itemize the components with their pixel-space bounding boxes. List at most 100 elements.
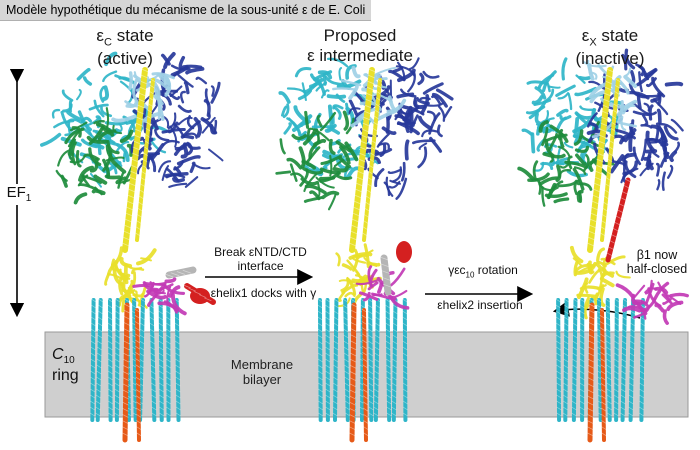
c-ring-helix-turn — [140, 304, 146, 309]
c-ring-helix-turn — [630, 310, 636, 315]
f1-cyan-subunit — [281, 105, 288, 117]
a-subunit-helix-2-turn — [362, 358, 368, 362]
state-intermediate-line1: Proposed — [323, 26, 397, 45]
f1-blue-subunit — [637, 64, 646, 77]
gamma-helix — [349, 67, 375, 253]
c-ring-helix-turn — [317, 304, 323, 309]
c-ring-helix-turn — [90, 388, 96, 393]
a-subunit-helix-turn — [349, 414, 356, 418]
f1-cyan-subunit — [53, 119, 75, 129]
f1-blue-subunit — [185, 132, 198, 139]
f1-green-subunit — [576, 182, 593, 191]
f1-cyan-subunit — [51, 108, 61, 119]
c-ring-helix-turn — [317, 340, 323, 345]
c-ring-helix-turn — [174, 328, 180, 333]
f1-green-subunit — [68, 138, 76, 156]
gamma-helix-2-turn — [144, 134, 151, 138]
gamma-helix-2-turn — [613, 97, 619, 101]
a-subunit-helix-2-turn — [135, 401, 142, 406]
c10-ring-line1: C10 — [52, 346, 75, 367]
c-ring-helix-turn — [114, 310, 121, 315]
gamma-foot — [574, 261, 597, 275]
a-subunit-helix-2-turn — [134, 327, 140, 331]
f1-lightblue-subunit — [164, 76, 172, 97]
gamma-helix-turn — [368, 68, 376, 73]
c-ring-helix-turn — [571, 394, 577, 399]
c-ring-helix-turn — [620, 394, 626, 399]
gamma-helix-2-turn — [149, 84, 155, 89]
f1-blue-subunit — [210, 81, 221, 104]
f1-blue-subunit — [670, 118, 684, 132]
c-ring-helix-turn — [325, 352, 331, 357]
c-ring-helix-turn — [563, 340, 569, 345]
c-ring-helix-turn — [114, 364, 120, 369]
c-ring-helix-turn — [392, 352, 398, 357]
f1-blue-subunit — [429, 136, 443, 153]
c-ring-helix-turn — [374, 358, 380, 363]
c-ring-helix-turn — [402, 400, 408, 405]
c-ring-helix-turn — [402, 334, 408, 339]
c-ring-helix-turn — [373, 388, 379, 393]
a-subunit-helix-2-turn — [362, 376, 368, 381]
c-ring-helix — [556, 298, 562, 422]
gamma-helix-turn — [362, 122, 370, 127]
f1-lightblue-subunit — [620, 115, 627, 131]
f1-lightblue-subunit — [387, 95, 398, 113]
c-ring-helix-turn — [392, 358, 398, 363]
c-ring-helix-turn — [563, 322, 569, 327]
c-ring-helix-turn — [639, 328, 646, 333]
gamma-helix-2-turn — [136, 220, 142, 224]
f1-cyan-subunit — [543, 88, 555, 104]
f1-green-subunit — [573, 179, 581, 196]
c-ring-helix-turn — [324, 310, 331, 315]
f1-green-subunit — [342, 110, 350, 131]
c-ring-helix-turn — [150, 370, 156, 375]
f1-blue-subunit — [144, 151, 160, 156]
f1-blue-subunit — [417, 72, 425, 86]
c-ring-helix-turn — [614, 310, 620, 315]
c-ring-helix-turn — [333, 310, 339, 315]
c-ring-helix-turn — [343, 322, 349, 327]
c-ring-helix-turn — [556, 412, 562, 417]
gamma-helix-2-turn — [377, 78, 383, 83]
epsilon-ntd — [157, 301, 179, 312]
f1-green-subunit — [67, 151, 75, 163]
c-ring-helix-turn — [159, 412, 165, 417]
f1-green-subunit — [338, 156, 351, 169]
c-ring-helix-turn — [139, 322, 145, 327]
c-ring-helix-turn — [150, 382, 157, 387]
gamma-foot — [594, 292, 600, 306]
c-ring-helix-turn — [555, 310, 561, 315]
c-ring-helix-turn — [613, 394, 619, 399]
c-ring-helix-turn — [317, 358, 323, 363]
f1-blue-subunit — [195, 76, 208, 85]
a-subunit-helix-2-turn — [135, 370, 141, 375]
a-subunit-helix-turn — [587, 420, 594, 424]
c-ring-helix-turn — [562, 400, 569, 405]
f1-cyan-subunit — [579, 105, 596, 112]
gamma-helix-turn — [122, 236, 131, 241]
f1-green-subunit — [312, 132, 320, 144]
f1-lightblue-subunit — [616, 120, 637, 128]
epsilon-helix2-inserted-turn — [610, 234, 618, 238]
c-ring-helix-turn — [175, 400, 181, 405]
f1-green-subunit — [102, 158, 111, 179]
c-ring-helix-turn — [392, 304, 398, 309]
a-subunit-helix-2-turn — [363, 420, 369, 424]
f1-blue-subunit — [192, 163, 211, 170]
a-subunit-helix-turn — [588, 334, 595, 338]
gamma-foot — [129, 271, 137, 291]
f1-blue-subunit — [646, 77, 657, 88]
f1-blue-subunit — [645, 152, 652, 167]
c-ring-helix-turn — [556, 388, 562, 393]
c-ring-helix-turn — [90, 364, 96, 369]
gamma-helix-2-turn — [374, 109, 380, 114]
c-ring-helix-turn — [317, 328, 323, 333]
f1-blue-subunit — [412, 114, 419, 127]
f1-blue-subunit — [632, 102, 650, 115]
c-ring-helix-turn — [344, 382, 350, 387]
f1-blue-subunit — [624, 160, 637, 179]
c-ring-helix-turn — [140, 310, 146, 315]
gamma-helix-2-turn — [367, 177, 373, 181]
f1-blue-subunit — [648, 132, 665, 144]
